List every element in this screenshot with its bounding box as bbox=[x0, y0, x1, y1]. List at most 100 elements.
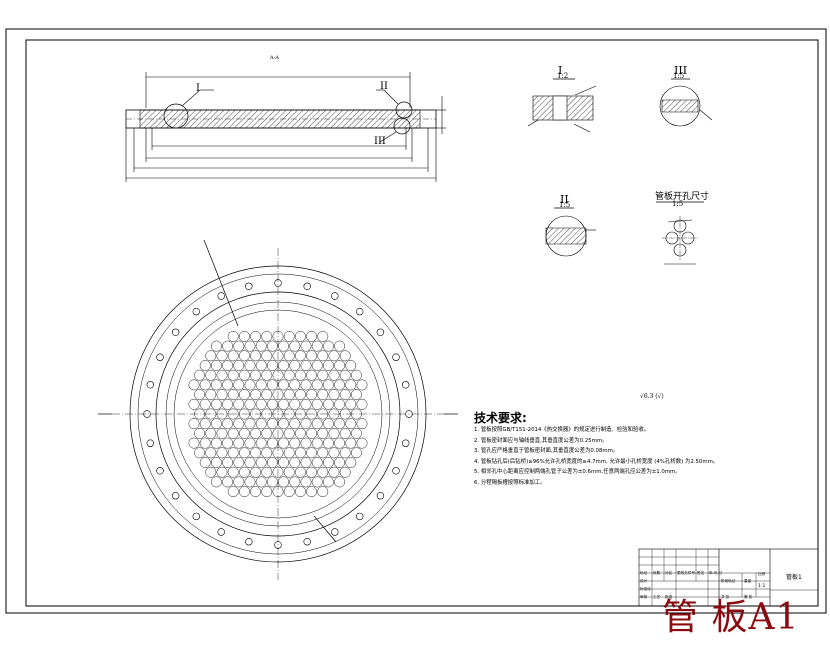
bolt-hole bbox=[245, 282, 253, 290]
tube-hole bbox=[339, 427, 351, 439]
tube-hole bbox=[328, 466, 340, 478]
tube-hole bbox=[227, 330, 239, 342]
tube-hole bbox=[261, 408, 273, 420]
tube-hole bbox=[294, 427, 306, 439]
tube-hole bbox=[322, 340, 334, 352]
hole-detail-label: 管板开孔尺寸 bbox=[655, 192, 710, 202]
tube-hole bbox=[233, 360, 245, 371]
tube-hole bbox=[350, 447, 362, 459]
tube-hole bbox=[250, 350, 262, 362]
tube-hole bbox=[345, 437, 357, 449]
tech-requirement-item: 1. 管板按照GB/T151-2014《热交换器》的规定进行制造、检验和验收。 bbox=[474, 427, 650, 433]
tube-hole bbox=[233, 340, 245, 352]
tube-hole bbox=[356, 398, 368, 410]
tube-hole bbox=[317, 486, 329, 498]
bolt-hole bbox=[356, 307, 364, 316]
tube-hole bbox=[227, 427, 239, 439]
tube-hole bbox=[188, 379, 200, 391]
tube-hole bbox=[266, 437, 278, 449]
tube-hole bbox=[210, 418, 222, 430]
detail-II-label: II bbox=[560, 193, 569, 206]
tube-hole bbox=[210, 340, 222, 352]
bolt-hole bbox=[217, 292, 225, 300]
tube-hole bbox=[205, 408, 217, 420]
tube-hole bbox=[272, 486, 284, 498]
tube-hole bbox=[289, 398, 301, 410]
tube-hole bbox=[317, 447, 329, 459]
tube-hole bbox=[194, 369, 206, 381]
tube-holes bbox=[188, 330, 368, 498]
title-block-cell-label: 设计 bbox=[640, 579, 648, 583]
tube-hole bbox=[345, 457, 357, 468]
tube-hole bbox=[294, 408, 306, 420]
tube-hole bbox=[306, 427, 318, 439]
tube-hole bbox=[322, 457, 334, 468]
tube-hole bbox=[222, 418, 234, 430]
tube-hole bbox=[339, 350, 351, 362]
detail-II-scale: 1:5 bbox=[559, 201, 571, 209]
tube-hole bbox=[334, 457, 346, 468]
tube-hole bbox=[356, 418, 368, 430]
title-block-cell-label: 签名 bbox=[697, 571, 705, 575]
tube-hole bbox=[255, 418, 267, 430]
tube-hole bbox=[227, 389, 239, 401]
bolt-hole bbox=[303, 537, 311, 546]
tube-hole bbox=[306, 350, 318, 362]
tube-hole bbox=[255, 398, 267, 410]
tube-hole bbox=[339, 447, 351, 459]
title-block-cell-label: 处数 bbox=[653, 571, 661, 575]
tube-hole bbox=[339, 408, 351, 420]
bolt-hole bbox=[217, 528, 225, 536]
tube-hole bbox=[322, 379, 334, 391]
tube-hole bbox=[238, 486, 250, 498]
tube-hole bbox=[250, 447, 262, 459]
tube-hole bbox=[199, 418, 211, 430]
callout-III: III bbox=[374, 136, 386, 147]
tube-hole bbox=[283, 369, 295, 381]
tube-hole bbox=[272, 466, 284, 478]
tube-hole bbox=[233, 398, 245, 410]
tube-hole bbox=[272, 369, 284, 381]
tube-hole bbox=[222, 360, 234, 371]
tube-hole bbox=[210, 360, 222, 371]
tube-hole bbox=[233, 457, 245, 468]
tube-hole bbox=[227, 447, 239, 459]
bolt-hole bbox=[356, 512, 364, 521]
title-block-cell-label: 分区 bbox=[665, 571, 673, 575]
tube-hole bbox=[194, 408, 206, 420]
tube-hole bbox=[205, 466, 217, 478]
tube-hole bbox=[306, 389, 318, 401]
tube-hole bbox=[188, 418, 200, 430]
bolt-hole bbox=[156, 467, 164, 475]
tube-hole bbox=[272, 389, 284, 401]
tube-hole bbox=[328, 369, 340, 381]
tube-hole bbox=[266, 340, 278, 352]
tube-hole bbox=[294, 486, 306, 498]
tube-hole bbox=[311, 476, 323, 488]
tube-hole bbox=[205, 389, 217, 401]
tube-hole bbox=[188, 398, 200, 410]
tube-hole bbox=[266, 398, 278, 410]
tube-hole bbox=[322, 437, 334, 449]
tube-hole bbox=[317, 427, 329, 439]
tube-hole bbox=[216, 389, 228, 401]
tube-hole bbox=[317, 389, 329, 401]
tube-hole bbox=[350, 427, 362, 439]
tube-hole bbox=[261, 447, 273, 459]
bolt-hole bbox=[171, 328, 180, 336]
tube-hole bbox=[322, 360, 334, 371]
title-block-cell-label: 工艺 bbox=[653, 595, 661, 599]
tube-hole bbox=[244, 457, 256, 468]
tube-hole bbox=[300, 379, 312, 391]
tube-hole bbox=[238, 389, 250, 401]
tube-hole bbox=[250, 466, 262, 478]
tube-hole bbox=[222, 457, 234, 468]
tube-hole bbox=[306, 369, 318, 381]
tube-hole bbox=[278, 437, 290, 449]
tube-hole bbox=[238, 408, 250, 420]
tube-hole bbox=[266, 457, 278, 468]
tube-hole bbox=[222, 379, 234, 391]
tube-hole bbox=[278, 398, 290, 410]
tube-hole bbox=[294, 389, 306, 401]
